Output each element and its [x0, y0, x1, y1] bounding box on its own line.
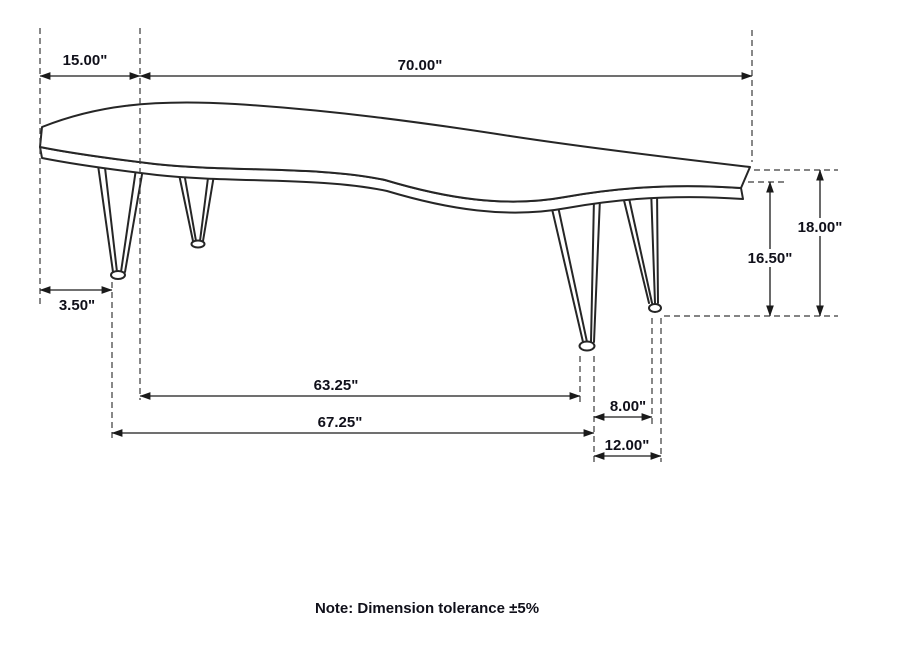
tolerance-note: Note: Dimension tolerance ±5% [315, 600, 539, 617]
dim-left-foot-offset: 3.50" [39, 286, 113, 314]
leg-rod [103, 158, 118, 273]
dim-label: 67.25" [318, 414, 363, 431]
bench-leg-front-right [548, 195, 601, 352]
leg-rod [593, 197, 601, 343]
dim-label: 8.00" [610, 398, 646, 415]
dimensions: 15.00" 70.00" 18.00" 16.50" 3.50" [39, 52, 848, 460]
dim-label: 3.50" [59, 297, 95, 314]
leg-foot [190, 239, 206, 249]
dim-left-overhang: 15.00" [39, 52, 141, 80]
leg-rod [626, 188, 653, 304]
label-backing [742, 249, 798, 267]
leg-rod [555, 196, 588, 343]
bench-leg-front-left [96, 157, 145, 280]
extension-lines [39, 28, 838, 462]
bench-top-surface [39, 101, 751, 203]
dim-top-length: 70.00" [139, 57, 753, 80]
leg-rod [650, 187, 656, 304]
dim-label: 70.00" [398, 57, 443, 74]
dim-feet-span-inner: 63.25" [139, 377, 581, 400]
dim-label: 63.25" [314, 377, 359, 394]
dim-label: 12.00" [605, 437, 650, 454]
dim-label: 16.50" [748, 250, 793, 267]
leg-foot [110, 270, 126, 280]
leg-foot [578, 340, 596, 352]
dim-feet-span-outer: 67.25" [111, 414, 595, 437]
leg-foot [648, 303, 662, 313]
dim-label: 18.00" [798, 219, 843, 236]
dim-right-feet-gap: 8.00" [593, 398, 653, 421]
leg-rod [120, 161, 138, 273]
leg-rod [548, 195, 584, 343]
leg-rod [96, 157, 114, 273]
label-backing [792, 218, 848, 236]
dim-clearance-height: 16.50" [742, 181, 798, 317]
dim-right-feet-depth: 12.00" [593, 437, 662, 460]
leg-rod [124, 162, 145, 273]
bench-drawing [39, 101, 751, 352]
leg-rod [590, 197, 595, 343]
dim-label: 15.00" [63, 52, 108, 69]
dim-total-height: 18.00" [792, 169, 848, 317]
bench-leg-back-right [620, 187, 662, 313]
leg-rod [620, 187, 650, 304]
leg-rod [656, 187, 659, 304]
